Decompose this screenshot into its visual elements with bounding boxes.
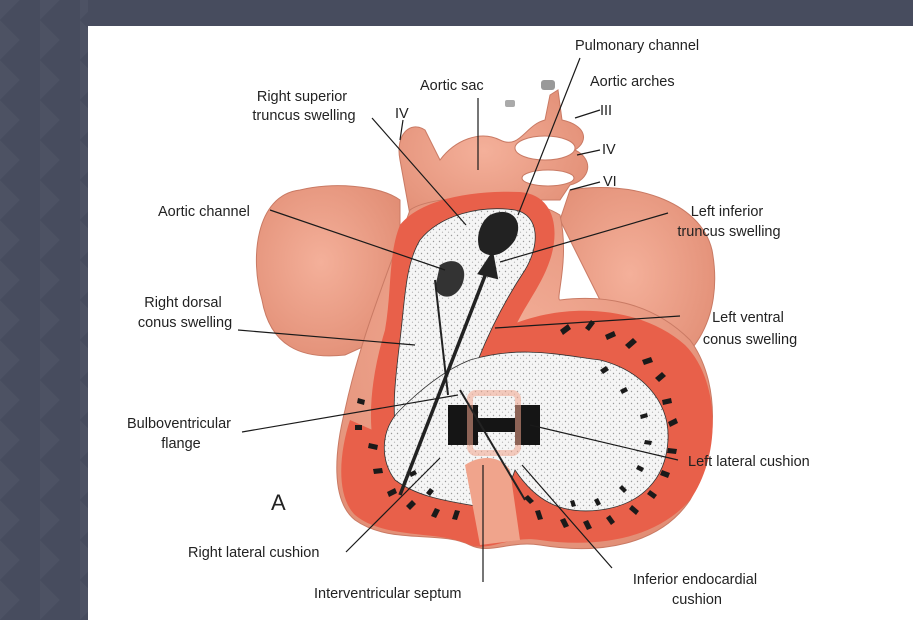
label-aortic-sac: Aortic sac: [420, 78, 484, 94]
presentation-background: [0, 0, 88, 620]
label-arch-iv-right: IV: [395, 106, 409, 122]
label-bulboventricular-flange: Bulboventricular flange: [127, 416, 235, 452]
label-right-dorsal-conus: Right dorsal conus swelling: [138, 295, 232, 331]
slide: Pulmonary channel Aortic sac Aortic arch…: [88, 26, 913, 620]
label-arch-iii: III: [600, 103, 612, 119]
label-right-lateral-cushion: Right lateral cushion: [188, 545, 319, 561]
label-left-ventral-conus: Left ventral conus swelling: [703, 310, 797, 348]
label-arch-iv-left: IV: [602, 142, 616, 158]
label-inferior-endocardial-cushion: Inferior endocardial cushion: [633, 572, 761, 608]
label-left-lateral-cushion: Left lateral cushion: [688, 454, 810, 470]
heart-diagram: Pulmonary channel Aortic sac Aortic arch…: [88, 26, 913, 620]
label-arch-vi: VI: [603, 174, 617, 190]
label-right-superior-truncus: Right superior truncus swelling: [252, 89, 355, 124]
label-aortic-channel: Aortic channel: [158, 204, 250, 220]
panel-letter: A: [271, 490, 286, 515]
label-interventricular-septum: Interventricular septum: [314, 586, 461, 602]
label-pulmonary-channel: Pulmonary channel: [575, 38, 699, 54]
label-aortic-arches: Aortic arches: [590, 74, 675, 90]
